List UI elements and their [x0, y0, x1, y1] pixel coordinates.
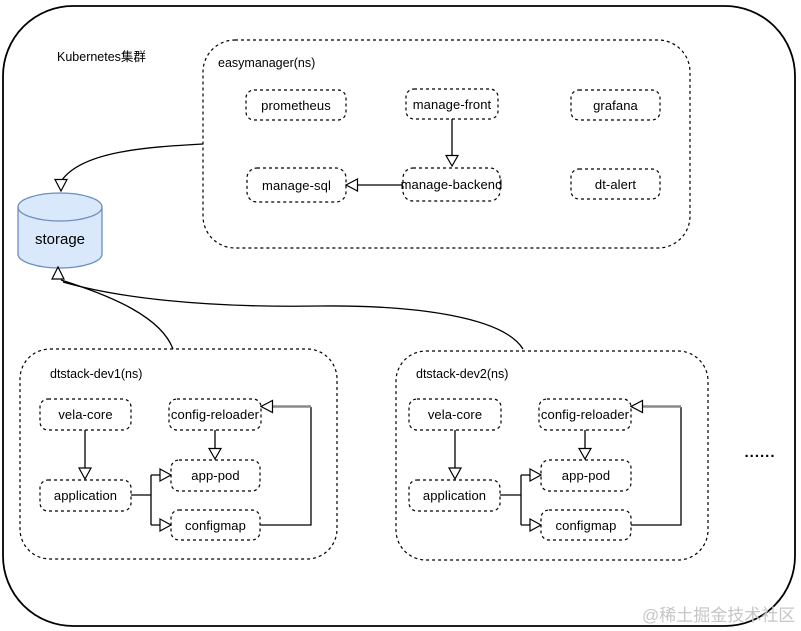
- node-label-dev2-vela-core: vela-core: [427, 407, 483, 422]
- edge-dev1-application-branch: [131, 474, 160, 526]
- arrowhead-dev1-app-pod-left: [159, 467, 173, 483]
- arrowhead-storage-bottom: [51, 265, 65, 280]
- arrowhead-manage-sql: [344, 178, 359, 192]
- edge-dev1-to-storage: [60, 279, 174, 350]
- node-label-prometheus: prometheus: [261, 97, 331, 113]
- arrowhead-dev1-configmap: [159, 517, 173, 533]
- node-label-dt-alert: dt-alert: [594, 176, 637, 192]
- easymanager-namespace-label: easymanager(ns): [218, 56, 316, 70]
- edge-easymanager-to-storage: [61, 143, 204, 181]
- dev1-namespace-label: dtstack-dev1(ns): [50, 367, 143, 381]
- dev2-namespace-label: dtstack-dev2(ns): [416, 367, 509, 381]
- edge-dev2-to-storage: [62, 281, 524, 350]
- arrowhead-storage-top: [54, 178, 68, 193]
- edge-dev2-configmap-to-reloader: [631, 407, 682, 526]
- arrowhead-manage-backend: [444, 154, 460, 168]
- storage-label: storage: [34, 230, 86, 248]
- node-label-manage-backend: manage-backend: [400, 177, 503, 192]
- arrowhead-dev1-config-reloader: [259, 399, 274, 414]
- node-label-dev1-application: application: [53, 488, 118, 503]
- cluster-label: Kubernetes集群: [57, 50, 146, 64]
- arrowhead-dev2-config-reloader: [629, 399, 644, 414]
- arrowhead-dev2-application: [447, 467, 463, 481]
- easymanager-namespace-box: [202, 39, 691, 249]
- arrowhead-dev1-app-pod-top: [207, 447, 223, 461]
- node-label-dev1-app-pod: app-pod: [191, 468, 240, 483]
- cluster-border: [2, 5, 796, 627]
- node-label-grafana: grafana: [593, 97, 638, 113]
- node-label-dev2-application: application: [422, 488, 487, 503]
- node-label-dev2-app-pod: app-pod: [561, 468, 611, 483]
- node-label-manage-sql: manage-sql: [262, 177, 331, 193]
- edge-dev1-configmap-to-reloader: [260, 407, 312, 526]
- arrowhead-dev2-app-pod-top: [577, 447, 593, 461]
- node-label-dev1-configmap: configmap: [185, 517, 246, 533]
- node-label-manage-front: manage-front: [412, 96, 492, 112]
- arrowhead-dev2-app-pod-left: [529, 467, 543, 483]
- node-label-dev2-configmap: configmap: [555, 517, 617, 533]
- node-label-dev2-config-reloader: config-reloader: [540, 407, 630, 422]
- arrowhead-dev1-application: [77, 467, 93, 481]
- arrowhead-dev2-configmap: [529, 517, 543, 533]
- node-label-dev1-config-reloader: config-reloader: [170, 407, 260, 422]
- more-namespaces-ellipsis: ......: [744, 444, 776, 461]
- watermark: @稀土掘金技术社区: [642, 606, 796, 625]
- edge-dev2-application-branch: [500, 474, 530, 526]
- node-label-dev1-vela-core: vela-core: [58, 407, 113, 422]
